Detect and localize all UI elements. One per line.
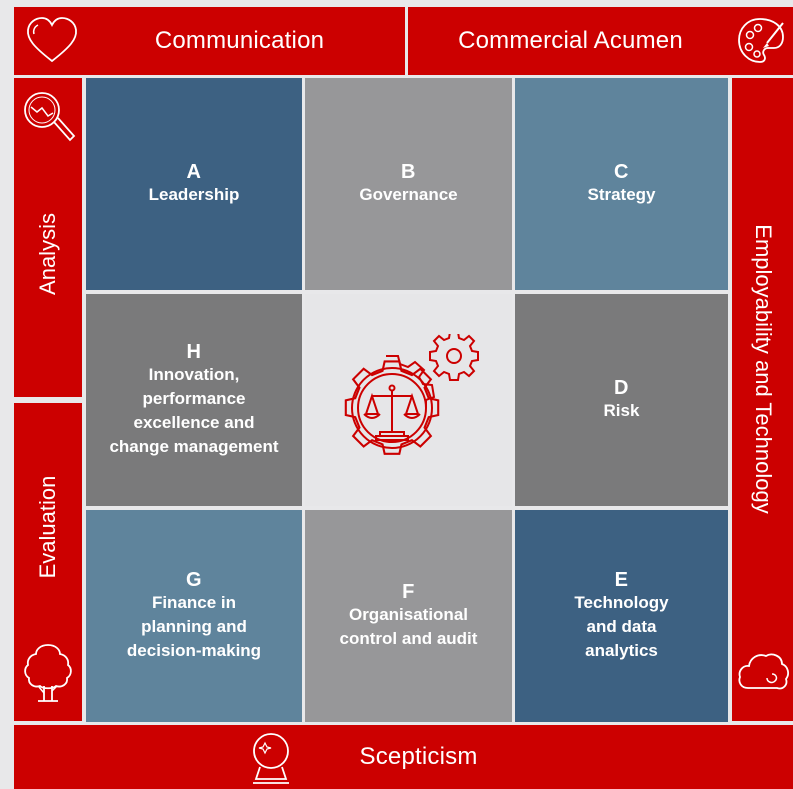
- cell-letter: G: [185, 569, 203, 591]
- center-panel: [305, 294, 512, 506]
- cell-letter: A: [186, 161, 202, 183]
- cell-g-finance: G Finance in planning and decision-makin…: [86, 510, 302, 722]
- evaluation-bar: Evaluation: [14, 403, 82, 721]
- cell-name: Governance: [359, 185, 458, 204]
- palette-icon: [736, 15, 786, 67]
- analysis-label: Analysis: [35, 213, 60, 295]
- analysis-bar: Analysis: [14, 78, 82, 397]
- scepticism-bar: Scepticism: [14, 725, 793, 789]
- cell-d-risk: D Risk: [515, 294, 728, 506]
- scepticism-label: Scepticism: [359, 743, 478, 770]
- employability-technology-label: Employability and Technology: [751, 224, 776, 514]
- crystal-ball-icon: [248, 731, 294, 785]
- cloud-icon: [736, 644, 792, 696]
- cell-letter: E: [614, 569, 629, 591]
- cell-name: Finance in planning and decision-making: [126, 593, 262, 660]
- commercial-acumen-bar: Commercial Acumen: [408, 7, 793, 75]
- cell-name: Organisational control and audit: [339, 605, 478, 648]
- gear-scales-icon: [333, 334, 483, 464]
- cell-a-leadership: A Leadership: [86, 78, 302, 290]
- cell-name: Strategy: [587, 185, 656, 204]
- cell-name: Leadership: [148, 185, 240, 204]
- communication-bar: Communication: [14, 7, 405, 75]
- employability-technology-bar: Employability and Technology: [732, 78, 793, 721]
- cell-e-technology: E Technology and data analytics: [515, 510, 728, 722]
- cell-letter: C: [614, 161, 629, 183]
- cell-b-governance: B Governance: [305, 78, 512, 290]
- cell-letter: H: [186, 341, 202, 363]
- cell-name: Innovation, performance excellence and c…: [109, 365, 279, 456]
- cell-letter: F: [402, 581, 415, 603]
- cell-letter: D: [614, 377, 629, 399]
- evaluation-label: Evaluation: [35, 475, 60, 579]
- tree-icon: [22, 641, 74, 703]
- cell-c-strategy: C Strategy: [515, 78, 728, 290]
- heart-icon: [24, 15, 80, 67]
- magnifier-chart-icon: [20, 88, 76, 146]
- communication-label: Communication: [154, 27, 325, 54]
- cell-name: Risk: [603, 401, 640, 420]
- commercial-acumen-label: Commercial Acumen: [458, 27, 683, 54]
- cell-f-control-audit: F Organisational control and audit: [305, 510, 512, 722]
- cell-letter: B: [401, 161, 416, 183]
- cell-name: Technology and data analytics: [574, 593, 669, 660]
- cell-h-innovation: H Innovation, performance excellence and…: [86, 294, 302, 506]
